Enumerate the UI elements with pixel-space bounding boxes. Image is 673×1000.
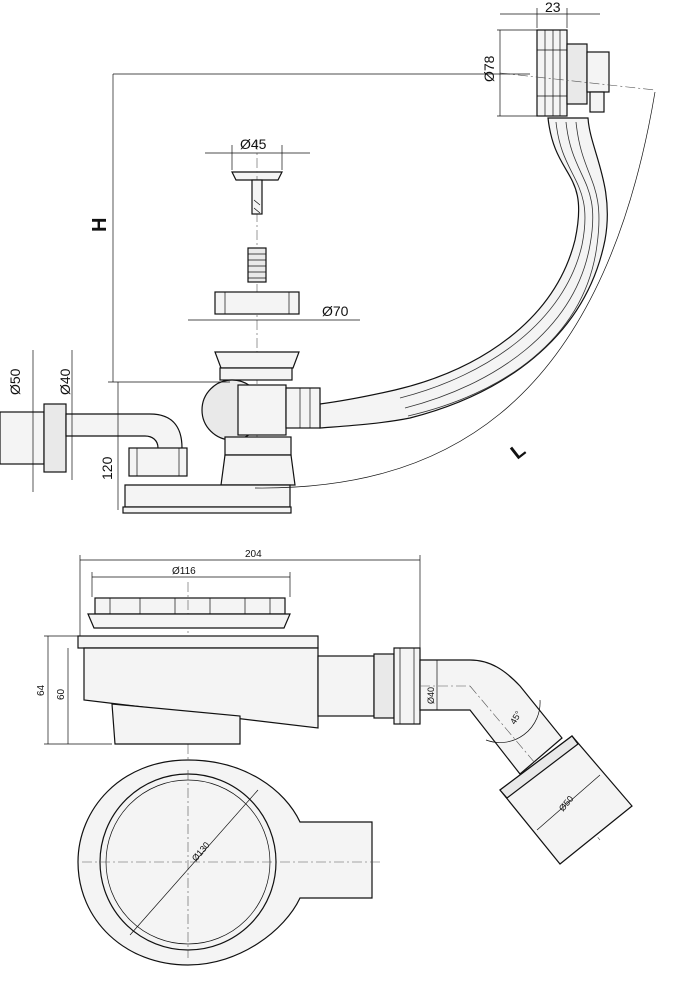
dim-d78-label: Ø78 xyxy=(481,55,497,82)
strainer-ring xyxy=(214,291,300,315)
dim-d40-label: Ø40 xyxy=(57,368,73,395)
section-view: 204 Ø116 64 xyxy=(36,549,633,865)
dim-d45-label: Ø45 xyxy=(240,136,267,152)
corrugated-hose xyxy=(319,117,608,429)
plug-stopper xyxy=(231,140,283,440)
dim-d40-pipe-label: Ø40 xyxy=(426,687,436,704)
dim-l-label: L xyxy=(507,439,530,464)
dim-d116-label: Ø116 xyxy=(172,566,196,577)
plan-view: Ø130 xyxy=(77,759,380,966)
dim-120-label: 120 xyxy=(99,456,115,480)
dim-h-label: H xyxy=(89,218,111,232)
assembly-view: 23 Ø78 Ø45 xyxy=(0,0,656,514)
dim-23-label: 23 xyxy=(545,0,561,15)
dim-204-label: 204 xyxy=(245,549,262,560)
dim-60-label: 60 xyxy=(56,688,67,700)
trap-body xyxy=(122,351,321,514)
dim-d50-label: Ø50 xyxy=(7,368,23,395)
overflow-head xyxy=(499,29,656,117)
dim-64-label: 64 xyxy=(36,684,47,696)
outlet-pipe xyxy=(0,403,188,477)
dim-d70-label: Ø70 xyxy=(322,303,349,319)
